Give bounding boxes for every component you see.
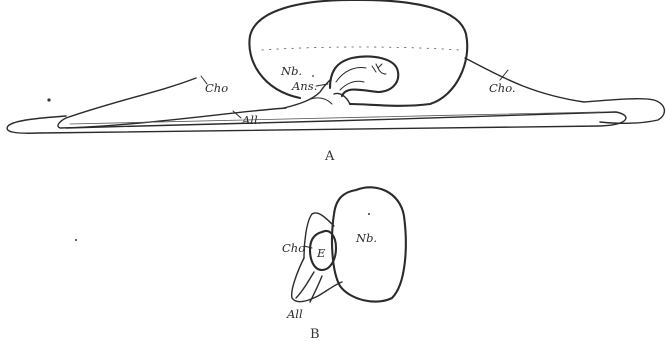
label-nb-b: Nb.	[355, 231, 377, 245]
embryo-top-mark	[376, 64, 382, 68]
label-ans: Ans.	[291, 79, 317, 93]
stray-dot	[312, 75, 314, 77]
allantois-outline	[7, 112, 626, 133]
allantois-inner-line	[70, 112, 600, 124]
panel-label-b: B	[310, 327, 320, 342]
panel-label-a: A	[324, 149, 335, 164]
label-nb: Nb.	[280, 64, 302, 78]
panel-a: Nb. Cho Cho. Ans. All. A	[7, 0, 664, 164]
embryo-inner-lines	[336, 66, 386, 90]
stray-dot	[75, 239, 77, 241]
label-cho-b: Cho	[282, 241, 305, 255]
label-all-b: All	[286, 307, 303, 321]
neural-body-b-dot	[368, 213, 370, 215]
label-cho-right: Cho.	[489, 81, 516, 95]
panel-b: Nb. Cho E All B	[75, 187, 406, 342]
amnion-stalk-fill-line	[308, 98, 332, 104]
stray-dot	[47, 98, 50, 101]
label-cho-left: Cho	[205, 81, 228, 95]
neural-body-dotted-line	[262, 47, 460, 50]
label-all: All.	[241, 113, 261, 127]
label-e-b: E	[316, 246, 326, 260]
